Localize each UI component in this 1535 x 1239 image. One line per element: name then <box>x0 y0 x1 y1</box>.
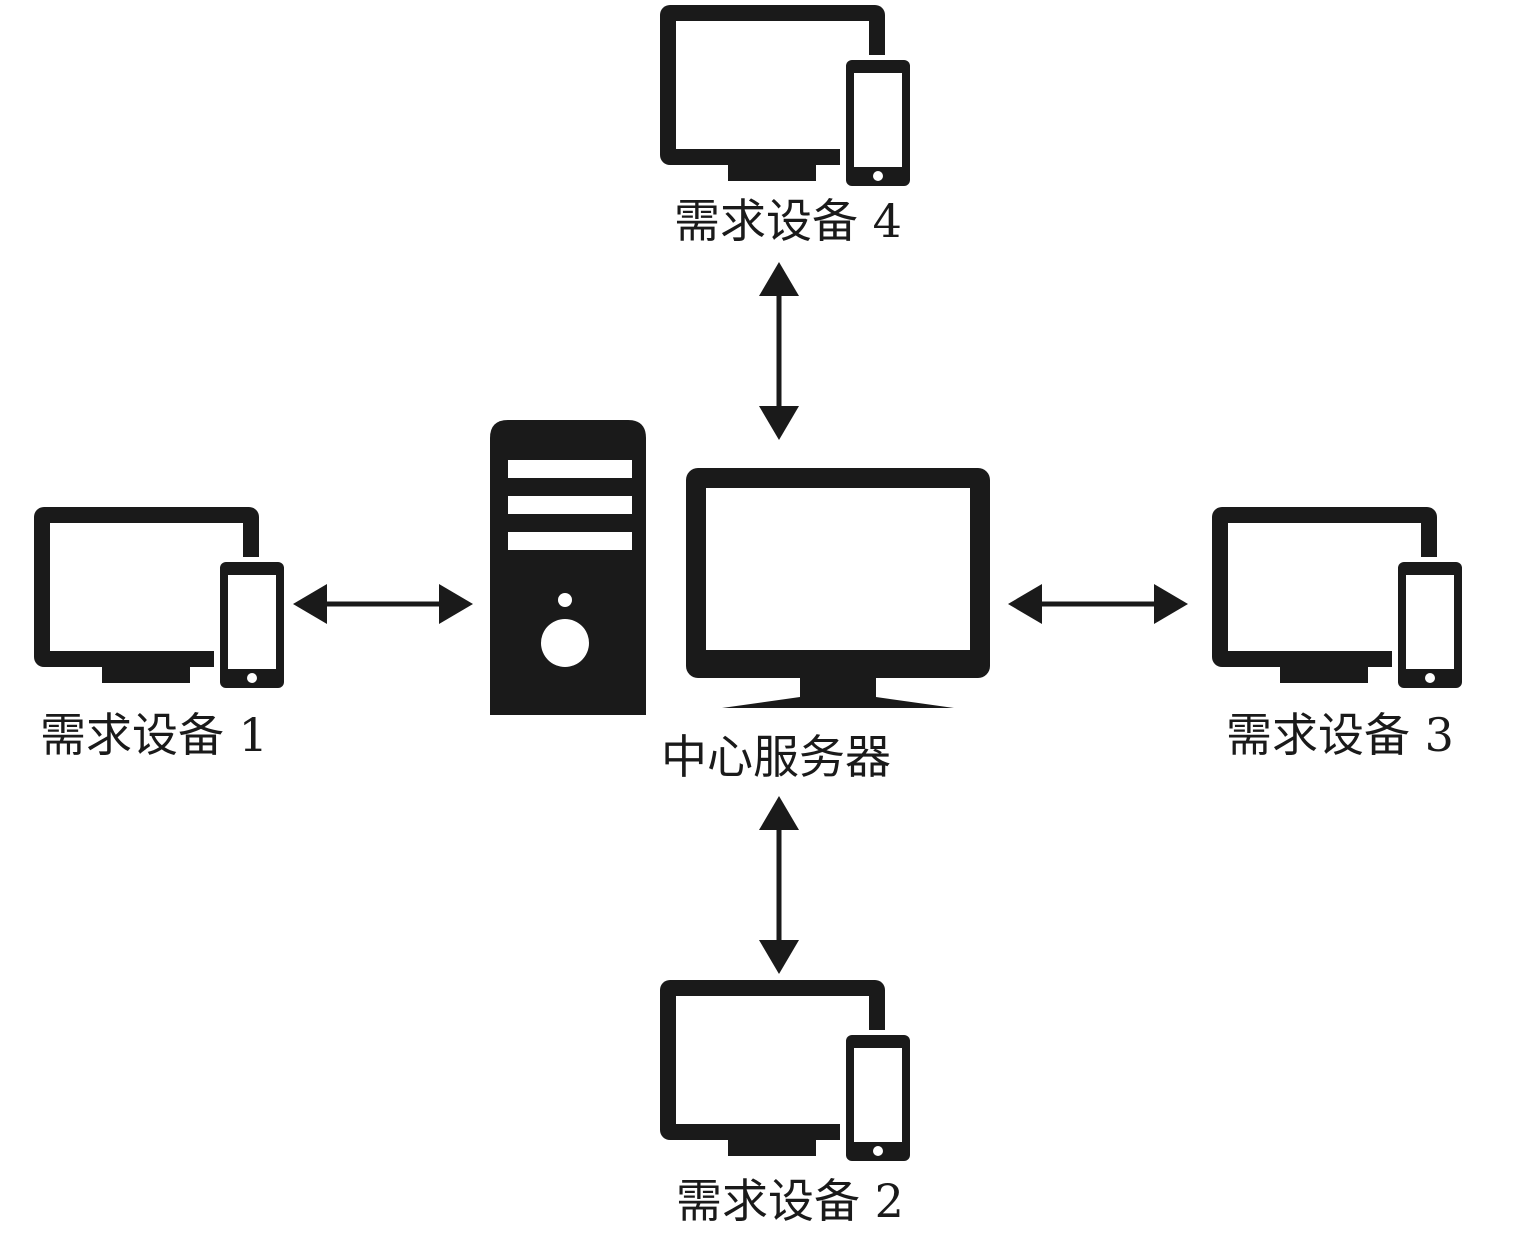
monitor-phone-icon-device-1 <box>34 507 288 693</box>
device-2-label: 需求设备 2 <box>676 1174 904 1228</box>
arrow-server-device-3 <box>1008 584 1188 624</box>
device-1-label: 需求设备 1 <box>40 708 268 762</box>
monitor-phone-icon-device-2 <box>660 980 914 1166</box>
server-label: 中心服务器 <box>661 730 891 784</box>
arrow-server-device-2 <box>759 796 799 974</box>
monitor-phone-icon-device-3 <box>1212 507 1466 693</box>
device-4-label: 需求设备 4 <box>674 194 902 248</box>
monitor-phone-icon-device-4 <box>660 5 914 191</box>
monitor-icon <box>686 468 990 708</box>
arrow-server-device-4 <box>759 262 799 440</box>
arrow-server-device-1 <box>293 584 473 624</box>
device-3-label: 需求设备 3 <box>1226 708 1454 762</box>
tower-pc-icon <box>490 420 646 715</box>
